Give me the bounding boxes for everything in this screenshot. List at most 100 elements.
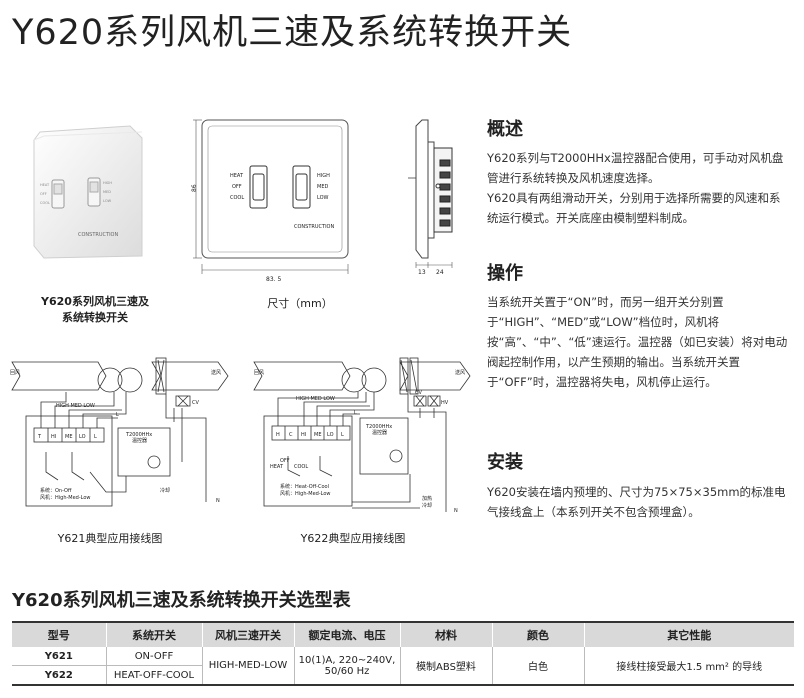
photo-left-label: COOL bbox=[40, 201, 50, 205]
y621-valve: CV bbox=[192, 400, 199, 406]
table-cell-model: Y622 bbox=[44, 669, 73, 681]
dim-left-label: OFF bbox=[232, 184, 242, 190]
dimension-caption: 尺寸（mm） bbox=[267, 297, 333, 310]
y621-legend-fan: 风机：High-Med-Low bbox=[40, 494, 91, 501]
table-row: Y622 HEAT-OFF-COOL bbox=[12, 665, 794, 685]
dim-height-label: 86 bbox=[191, 184, 198, 192]
y621-supply-air: 送风 bbox=[211, 369, 221, 376]
operation-heading: 操作 bbox=[487, 263, 523, 284]
table-cell-fan-speed: HIGH-MED-LOW bbox=[201, 647, 294, 686]
y621-thermostat: T2000HHx bbox=[125, 432, 152, 438]
photo-caption-line1: Y620系列风机三速及 bbox=[41, 295, 149, 308]
y622-thermostat: T2000HHx bbox=[365, 424, 392, 430]
y622-heat-label: 加热 bbox=[422, 495, 432, 502]
y622-caption: Y622典型应用接线图 bbox=[300, 532, 406, 545]
table-header-cell: 额定电流、电压 bbox=[293, 622, 400, 647]
y622-thermostat-sub: 温控器 bbox=[372, 429, 387, 436]
table-header-cell: 系统开关 bbox=[105, 622, 202, 647]
y622-return-air: 回风 bbox=[254, 370, 264, 376]
table-header-cell: 材料 bbox=[399, 622, 492, 647]
dim-right-label: MED bbox=[317, 184, 328, 190]
dim-left-label: COOL bbox=[230, 195, 244, 201]
y621-terminal: L bbox=[94, 434, 97, 440]
y622-neutral-label: N bbox=[454, 508, 458, 514]
table-header-cell: 颜色 bbox=[491, 622, 584, 647]
photo-right-label: LOW bbox=[103, 199, 112, 203]
product-photo: HEAT OFF COOL HIGH MED LOW CONSTRUCTION bbox=[33, 125, 143, 259]
overview-paragraph: Y620具有两组滑动开关，分别用于选择所需要的风速和系统运行模式。开关底座由模制… bbox=[487, 191, 781, 225]
y622-terminal: LO bbox=[327, 432, 334, 438]
y622-mode-label: HEAT bbox=[270, 464, 284, 470]
table-cell-color: 白色 bbox=[491, 647, 584, 686]
overview-paragraph: Y620系列与T2000HHx温控器配合使用，可手动对风机盘管进行系统转换及风机… bbox=[487, 151, 784, 185]
y622-terminal: L bbox=[341, 432, 344, 438]
photo-caption-line2: 系统转换开关 bbox=[62, 311, 128, 324]
y621-cold-label: 冷却 bbox=[160, 487, 170, 494]
table-row: Y621 ON-OFF HIGH-MED-LOW 10(1)A, 220~240… bbox=[12, 647, 794, 686]
y622-line-label: L bbox=[354, 410, 357, 416]
table-header-cell: 风机三速开关 bbox=[201, 622, 294, 647]
y622-supply-air: 送风 bbox=[455, 369, 465, 376]
y621-legend-system: 系统：On-Off bbox=[40, 487, 72, 494]
wiring-diagram-y621: 回风 送风 HIGH MED LOW L N T HI ME LO L T200… bbox=[10, 357, 229, 507]
photo-right-label: MED bbox=[103, 190, 111, 194]
y622-mode-label: OFF bbox=[280, 458, 290, 464]
y621-terminal: HI bbox=[51, 434, 56, 440]
dim-brand: CONSTRUCTION bbox=[294, 224, 334, 230]
y622-valve-1: CV bbox=[415, 390, 422, 396]
table-cell-other: 接线柱接受最大1.5 mm² 的导线 bbox=[583, 647, 794, 686]
selection-table: 型号 系统开关 风机三速开关 额定电流、电压 材料 颜色 其它性能 Y621 O… bbox=[12, 621, 794, 686]
y622-legend-fan: 风机：High-Med-Low bbox=[280, 490, 331, 497]
rating-line: 50/60 Hz bbox=[324, 665, 370, 677]
overview-heading: 概述 bbox=[487, 119, 523, 140]
y621-line-label: L bbox=[116, 412, 119, 418]
y622-wires: HIGH MED LOW bbox=[296, 396, 335, 402]
y622-valve-2: HV bbox=[441, 400, 449, 406]
dimension-front-view: HEAT OFF COOL HIGH MED LOW CONSTRUCTION … bbox=[191, 119, 349, 283]
dim-depth-label-2: 24 bbox=[436, 269, 444, 276]
installation-text: Y620安装在墙内预埋的、尺寸为75×75×35mm的标准电气接线盒上（本系列开… bbox=[487, 482, 789, 522]
y621-thermostat-sub: 温控器 bbox=[132, 437, 147, 444]
dimension-side-view: 13 24 bbox=[408, 119, 453, 276]
y622-terminal: ME bbox=[314, 432, 321, 438]
wiring-diagram-y622: 回风 送风 HIGH MED LOW L N H C HI ME LO L T2… bbox=[253, 357, 471, 514]
photo-left-label: OFF bbox=[40, 192, 47, 196]
y621-terminal: ME bbox=[65, 434, 72, 440]
dim-depth-label-1: 13 bbox=[418, 269, 426, 276]
table-header-cell: 型号 bbox=[12, 622, 106, 647]
table-cell-system: HEAT-OFF-COOL bbox=[105, 665, 202, 685]
y622-terminal: C bbox=[289, 432, 293, 438]
photo-brand: CONSTRUCTION bbox=[78, 232, 118, 238]
y622-legend-system: 系统：Heat-Off-Cool bbox=[280, 483, 329, 490]
page-title: Y620系列风机三速及系统转换开关 bbox=[12, 13, 573, 53]
overview-text: Y620系列与T2000HHx温控器配合使用，可手动对风机盘管进行系统转换及风机… bbox=[487, 148, 789, 228]
dim-right-label: HIGH bbox=[317, 173, 330, 179]
operation-paragraph: 当系统开关置于“ON”时，而另一组开关分别置于“HIGH”、“MED”或“LOW… bbox=[487, 295, 788, 389]
y621-wires: HIGH MED LOW bbox=[56, 403, 95, 409]
y621-terminal: LO bbox=[79, 434, 86, 440]
table-header-row: 型号 系统开关 风机三速开关 额定电流、电压 材料 颜色 其它性能 bbox=[12, 622, 794, 647]
dim-width-label: 83. 5 bbox=[266, 276, 281, 283]
y622-mode-label: COOL bbox=[294, 464, 308, 470]
photo-caption: Y620系列风机三速及 系统转换开关 bbox=[10, 294, 180, 326]
installation-heading: 安装 bbox=[487, 452, 523, 473]
table-cell-system: ON-OFF bbox=[105, 647, 202, 666]
rating-line: 10(1)A, 220~240V, bbox=[298, 654, 396, 666]
y621-caption: Y621典型应用接线图 bbox=[57, 532, 163, 545]
dim-right-label: LOW bbox=[317, 195, 329, 201]
photo-left-label: HEAT bbox=[40, 183, 50, 187]
installation-paragraph: Y620安装在墙内预埋的、尺寸为75×75×35mm的标准电气接线盒上（本系列开… bbox=[487, 485, 786, 519]
y621-neutral-label: N bbox=[216, 498, 220, 504]
operation-text: 当系统开关置于“ON”时，而另一组开关分别置于“HIGH”、“MED”或“LOW… bbox=[487, 292, 789, 392]
photo-right-label: HIGH bbox=[103, 181, 112, 185]
y621-terminal: T bbox=[37, 434, 42, 440]
y622-terminal: H bbox=[276, 432, 280, 438]
y622-cold-label: 冷却 bbox=[422, 502, 432, 509]
selection-table-title: Y620系列风机三速及系统转换开关选型表 bbox=[12, 590, 351, 611]
table-header-cell: 其它性能 bbox=[583, 622, 794, 647]
table-cell-rating: 10(1)A, 220~240V, 50/60 Hz bbox=[293, 647, 400, 686]
y622-terminal: HI bbox=[301, 432, 306, 438]
table-cell-material: 模制ABS塑料 bbox=[399, 647, 492, 686]
dim-left-label: HEAT bbox=[230, 173, 244, 179]
y621-return-air: 回风 bbox=[10, 370, 20, 376]
